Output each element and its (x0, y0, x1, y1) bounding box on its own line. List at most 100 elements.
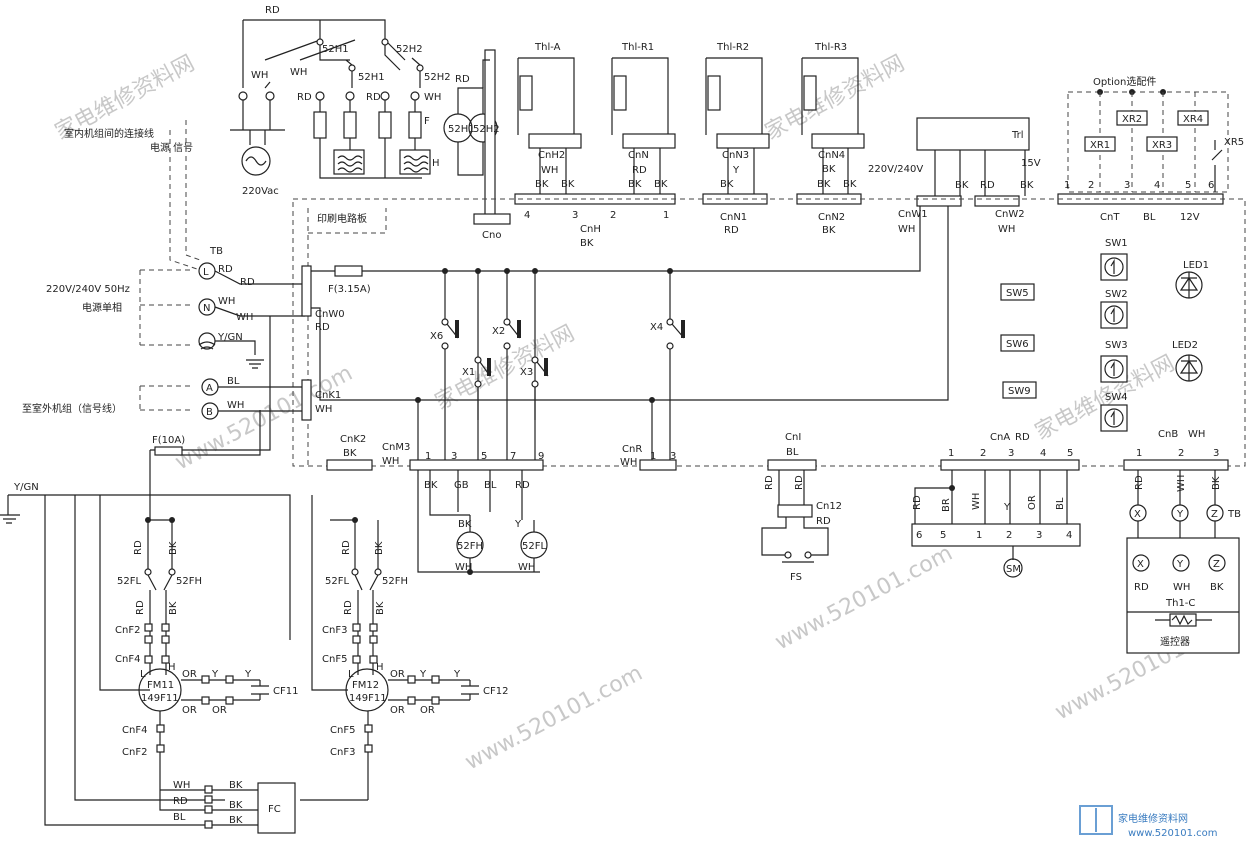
connector-label: CnN1 (720, 212, 747, 223)
connector-label: CnW0 (315, 309, 345, 320)
wire-color-label: WH (227, 400, 244, 411)
wire-color-label: RD (455, 74, 470, 85)
wire-color-label: WH (1188, 429, 1205, 440)
wire-color-label: BK (229, 780, 243, 791)
wire-color-label: Y (514, 519, 522, 530)
connector-label: Cno (482, 230, 501, 241)
watermark-url: www.520101.com (771, 541, 957, 656)
relay-label: X3 (520, 367, 533, 378)
wire-color-label: BK (628, 179, 642, 190)
motor-lead-label: L (140, 669, 146, 680)
transformer-label: Trl (1011, 130, 1024, 141)
pin-label: 3 (572, 210, 578, 221)
wire-color-label: WH (173, 780, 190, 791)
relay-label: 52H2 (424, 72, 451, 83)
connector-label: CnW1 (898, 209, 928, 220)
wire-color-label: RD (297, 92, 312, 103)
wire-color-label: Y/GN (217, 332, 243, 343)
capacitor-label: CF12 (483, 686, 508, 697)
wire-color-label: BK (822, 225, 836, 236)
option-section: Option选配件 XR1 XR2 XR3 XR4 XR5 1 2 3 4 5 … (1057, 75, 1244, 223)
heater-label: F (424, 116, 430, 127)
pin-label: 4 (1040, 448, 1046, 459)
pin-label: 3 (1213, 448, 1219, 459)
pcb-label: 印刷电路板 (317, 212, 367, 225)
wire-color-label: GB (454, 480, 469, 491)
connector-label: CnN2 (818, 212, 845, 223)
wire-color-label: BK (822, 164, 836, 175)
wire-color-label: WH (424, 92, 441, 103)
switch-label: SW2 (1105, 289, 1128, 300)
option-title: Option选配件 (1093, 75, 1156, 88)
wire-color-label: BK (720, 179, 734, 190)
pin-label: 3 (1036, 530, 1042, 541)
pin-label: 7 (510, 451, 516, 462)
wire-color-label: RD (1134, 475, 1145, 490)
fan-motor-model: 149F11 (349, 693, 387, 704)
fan-motor-label: FM12 (352, 680, 379, 691)
connector-label: CnF3 (322, 625, 347, 636)
wire-color-label: RD (515, 480, 530, 491)
voltage-label: 15V (1021, 158, 1041, 169)
pin-label: 2 (1088, 180, 1094, 191)
wire-color-label: OR (182, 705, 197, 716)
wire-color-label: RD (133, 540, 144, 555)
wire-color-label: WH (290, 67, 307, 78)
pin-label: 6 (916, 530, 922, 541)
wire-color-label: BK (1210, 582, 1224, 593)
wire-color-label: WH (1176, 475, 1187, 492)
wire-color-label: WH (218, 296, 235, 307)
connector-label: CnH2 (538, 150, 565, 161)
pin-label: 3 (1008, 448, 1014, 459)
option-part-label: XR4 (1183, 114, 1203, 125)
wire-color-label: BK (229, 800, 243, 811)
pin-label: 1 (1136, 448, 1142, 459)
motor-relay-label: 52FH (457, 541, 483, 552)
connector-label: CnN4 (818, 150, 845, 161)
pin-label: 1 (650, 451, 656, 462)
terminal-label: Z (1211, 509, 1218, 520)
pin-label: 5 (481, 451, 487, 462)
pin-label: 2 (1006, 530, 1012, 541)
connector-label: CnW2 (995, 209, 1025, 220)
wire-color-label: BK (375, 601, 386, 615)
pin-label: 5 (1185, 180, 1191, 191)
wire-color-label: RD (341, 540, 352, 555)
motor-lead-label: H (168, 662, 176, 673)
pin-label: 6 (1208, 180, 1214, 191)
switch-label: SW4 (1105, 392, 1128, 403)
wire-color-label: RD (366, 92, 381, 103)
pin-label: 1 (425, 451, 431, 462)
wire-color-label: WH (620, 457, 637, 468)
pin-label: 4 (524, 210, 530, 221)
fuse-label: F(10A) (152, 435, 185, 446)
pin-label: 1 (663, 210, 669, 221)
relay-label: X4 (650, 322, 663, 333)
pin-label: 5 (940, 530, 946, 541)
motor-relay-label: 52FL (522, 541, 546, 552)
wire-color-label: BL (227, 376, 240, 387)
wire-color-label: OR (390, 705, 405, 716)
watermark-text: 家电维修资料网 (761, 51, 909, 145)
fan-motor-model: 149F11 (141, 693, 179, 704)
ground-label: Y/GN (13, 482, 39, 493)
pin-label: 1 (976, 530, 982, 541)
relay-label: X6 (430, 331, 443, 342)
relay-coil-label: 52H1 (448, 124, 475, 135)
wire-color-label: BR (941, 498, 952, 512)
wire-color-label: RD (1015, 432, 1030, 443)
terminal-block-label: TB (209, 246, 223, 257)
wire-color-label: BK (955, 180, 969, 191)
wire-color-label: BL (1055, 497, 1066, 510)
single-phase-label: 电源单相 (82, 301, 122, 314)
wire-color-label: BK (535, 179, 549, 190)
wire-color-label: BK (843, 179, 857, 190)
pin-label: 5 (1067, 448, 1073, 459)
wire-color-label: RD (135, 600, 146, 615)
connector-label: CnF4 (122, 725, 147, 736)
wire-color-label: WH (382, 456, 399, 467)
connector-label: CnR (622, 444, 642, 455)
fuse-label: F(3.15A) (328, 284, 371, 295)
thermistor-label: Th1-C (1165, 598, 1195, 609)
wire-color-label: Y (732, 165, 740, 176)
